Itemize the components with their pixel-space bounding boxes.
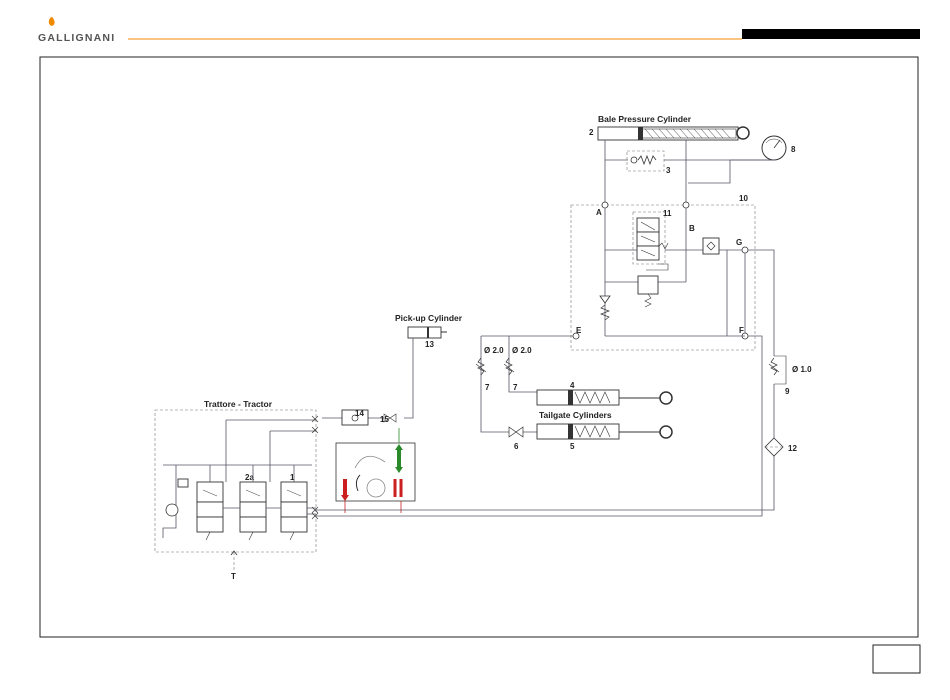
label-port-E: E <box>576 326 582 335</box>
label-8: 8 <box>791 145 796 154</box>
bale-cylinder-title: Bale Pressure Cylinder <box>598 114 692 124</box>
label-T: T <box>231 572 236 581</box>
label-orifice-9: Ø 1.0 <box>792 365 812 374</box>
port-A <box>602 202 608 208</box>
label-orifice-7b: Ø 2.0 <box>512 346 532 355</box>
label-7b: 7 <box>513 383 518 392</box>
tailgate-cylinder-4 <box>537 390 672 405</box>
label-13: 13 <box>425 340 434 349</box>
label-5: 5 <box>570 442 575 451</box>
label-7a: 7 <box>485 383 490 392</box>
page-number-box <box>873 645 920 673</box>
valve-6 <box>509 427 523 437</box>
pickup-cylinder <box>408 327 447 338</box>
orifice-9 <box>769 356 786 384</box>
tractor-relief-icon <box>178 479 188 487</box>
tractor-title: Trattore - Tractor <box>204 399 273 409</box>
label-2: 2 <box>589 128 594 137</box>
label-6: 6 <box>514 442 519 451</box>
valve-11 <box>633 212 668 264</box>
pump-icon <box>166 504 178 516</box>
label-10: 10 <box>739 194 748 203</box>
port-B <box>683 202 689 208</box>
operation-pictogram <box>336 428 415 513</box>
label-port-G: G <box>736 238 742 247</box>
port-G <box>742 247 748 253</box>
label-4: 4 <box>570 381 575 390</box>
header-black-bar <box>742 29 920 39</box>
tailgate-title: Tailgate Cylinders <box>539 410 612 420</box>
label-14: 14 <box>355 409 364 418</box>
pickup-cylinder-title: Pick-up Cylinder <box>395 313 463 323</box>
label-3: 3 <box>666 166 671 175</box>
label-11: 11 <box>663 209 672 218</box>
brand-header: GALLIGNANI <box>38 17 920 44</box>
label-12: 12 <box>788 444 797 453</box>
brand-logo: GALLIGNANI <box>38 32 115 44</box>
drawing-frame <box>40 57 918 637</box>
label-9: 9 <box>785 387 790 396</box>
label-port-F: F <box>739 326 744 335</box>
relief-valve <box>638 264 668 307</box>
label-port-A: A <box>596 208 602 217</box>
check-valve-3 <box>627 151 664 171</box>
label-15: 15 <box>380 415 389 424</box>
shuttle-valve <box>703 238 719 254</box>
quick-couplers <box>312 416 318 519</box>
tailgate-cylinder-5 <box>537 424 672 439</box>
label-orifice-7a: Ø 2.0 <box>484 346 504 355</box>
control-valves <box>197 482 307 540</box>
bale-pressure-cylinder <box>598 127 749 140</box>
flame-icon <box>49 17 55 26</box>
pressure-gauge <box>762 136 786 160</box>
label-port-B: B <box>689 224 695 233</box>
